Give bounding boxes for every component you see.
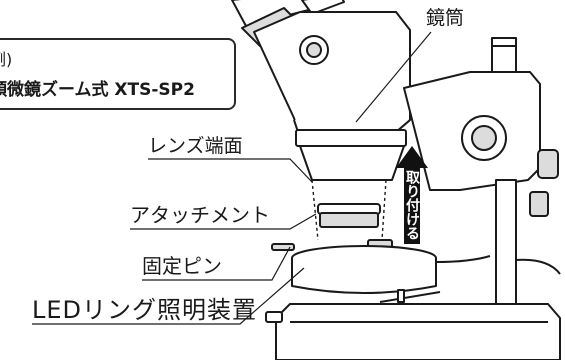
label-led-ring-light: LEDリング照明装置	[32, 296, 258, 324]
install-arrow	[396, 146, 428, 244]
led-ring-light-part	[291, 245, 491, 294]
label-fixing-pin: 固定ピン	[142, 254, 222, 278]
focus-block	[403, 71, 559, 217]
caption-example-label: 例)	[0, 50, 13, 69]
microscope-base	[265, 289, 561, 360]
install-arrow-label: 取り付ける	[404, 170, 420, 240]
attachment-ring	[317, 203, 381, 228]
model-caption-box: 例) 顕微鏡ズーム式 XTS-SP2	[0, 38, 236, 110]
label-lens-end-face: レンズ端面	[148, 135, 243, 157]
microscope-head	[253, 11, 411, 181]
label-eyepiece-tube: 鏡筒	[426, 7, 465, 29]
label-attachment: アタッチメント	[130, 203, 270, 227]
caption-model-name: 顕微鏡ズーム式 XTS-SP2	[0, 80, 195, 100]
